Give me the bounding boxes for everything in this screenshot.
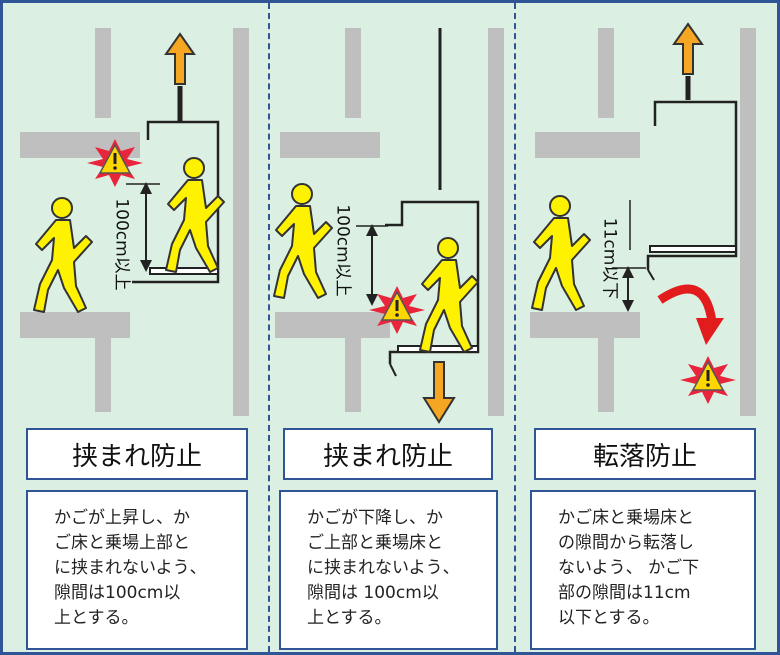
panel-2-scene [273, 28, 504, 424]
panel-title: 挟まれ防止 [283, 428, 493, 480]
panel-description: かごが上昇し、か ご床と乗場上部と に挟まれないよう、 隙間は100cm以 上と… [26, 490, 248, 650]
description-line: に挟まれないよう、 [54, 558, 207, 578]
up-arrow-icon [673, 23, 703, 75]
description-line: 以下とする。 [558, 608, 660, 628]
description-line: ご上部と乗場床と [307, 533, 443, 553]
description-line: 隙間は 100cm以 [307, 583, 439, 603]
down-arrow-icon [422, 361, 456, 424]
dimension-label: 100cm以上 [332, 204, 353, 297]
description-line: かご床と乗場床と [558, 508, 694, 528]
panel-description: かご床と乗場床と の隙間から転落し ないよう、 かご下 部の隙間は11cm 以下… [530, 490, 756, 650]
person-icon [419, 237, 479, 353]
description-line: ご床と乗場上部と [54, 533, 190, 553]
description-line: かごが上昇し、か [54, 508, 190, 528]
panel-divider-1 [268, 3, 270, 652]
description-line: 上とする。 [54, 608, 139, 628]
panel-divider-2 [514, 3, 516, 652]
description-line: ないよう、 かご下 [558, 558, 700, 578]
panel-1-scene [20, 28, 249, 416]
panel-3-scene [530, 23, 756, 416]
person-icon [33, 197, 93, 313]
description-line: かごが下降し、か [307, 508, 443, 528]
panel-title: 挟まれ防止 [26, 428, 248, 480]
person-icon [165, 157, 225, 273]
up-arrow-icon [165, 33, 195, 85]
description-line: に挟まれないよう、 [307, 558, 460, 578]
person-icon [273, 183, 333, 299]
panel-description: かごが下降し、か ご上部と乗場床と に挟まれないよう、 隙間は 100cm以 上… [279, 490, 498, 650]
description-line: の隙間から転落し [558, 533, 694, 553]
dimension-label: 11cm以下 [599, 217, 620, 300]
description-line: 部の隙間は11cm [558, 583, 691, 603]
person-icon [531, 195, 591, 311]
warning-icon [679, 355, 737, 405]
description-line: 隙間は100cm以 [54, 583, 181, 603]
description-line: 上とする。 [307, 608, 392, 628]
dimension-label: 100cm以上 [111, 198, 132, 291]
curved-arrow-icon [657, 284, 717, 323]
panel-title: 転落防止 [534, 428, 756, 480]
